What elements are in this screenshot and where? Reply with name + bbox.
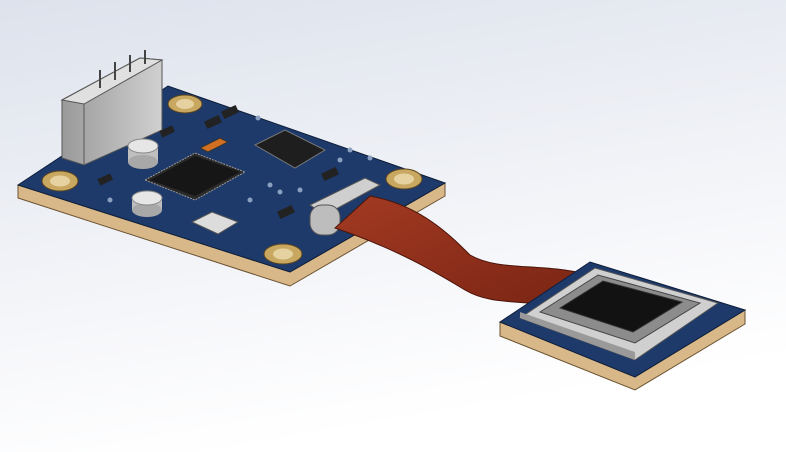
qfn-ic-chip bbox=[143, 152, 247, 201]
smd-resistor bbox=[204, 114, 222, 130]
mounting-hole-inner bbox=[176, 99, 194, 109]
sensor-frame-side bbox=[520, 312, 635, 360]
smd-resistor bbox=[277, 204, 295, 220]
fingerprint-sensor-module bbox=[498, 261, 747, 391]
crystal-oscillator bbox=[190, 211, 240, 235]
smd-resistor bbox=[159, 125, 176, 138]
mounting-hole-inner bbox=[50, 175, 70, 187]
sensor-surface bbox=[558, 280, 684, 333]
diode bbox=[198, 137, 230, 153]
electrolytic-capacitor bbox=[131, 190, 163, 217]
smd-resistor bbox=[221, 104, 239, 120]
pin-header-connector bbox=[60, 50, 164, 166]
electrolytic-capacitor bbox=[127, 138, 159, 169]
vias bbox=[107, 115, 373, 203]
fpc-connector bbox=[308, 177, 382, 236]
mounting-hole-inner bbox=[273, 248, 293, 260]
mounting-hole-inner bbox=[394, 173, 414, 185]
smd-resistor bbox=[97, 173, 114, 186]
voltage-regulator bbox=[253, 129, 327, 169]
smd-resistor bbox=[321, 166, 339, 182]
